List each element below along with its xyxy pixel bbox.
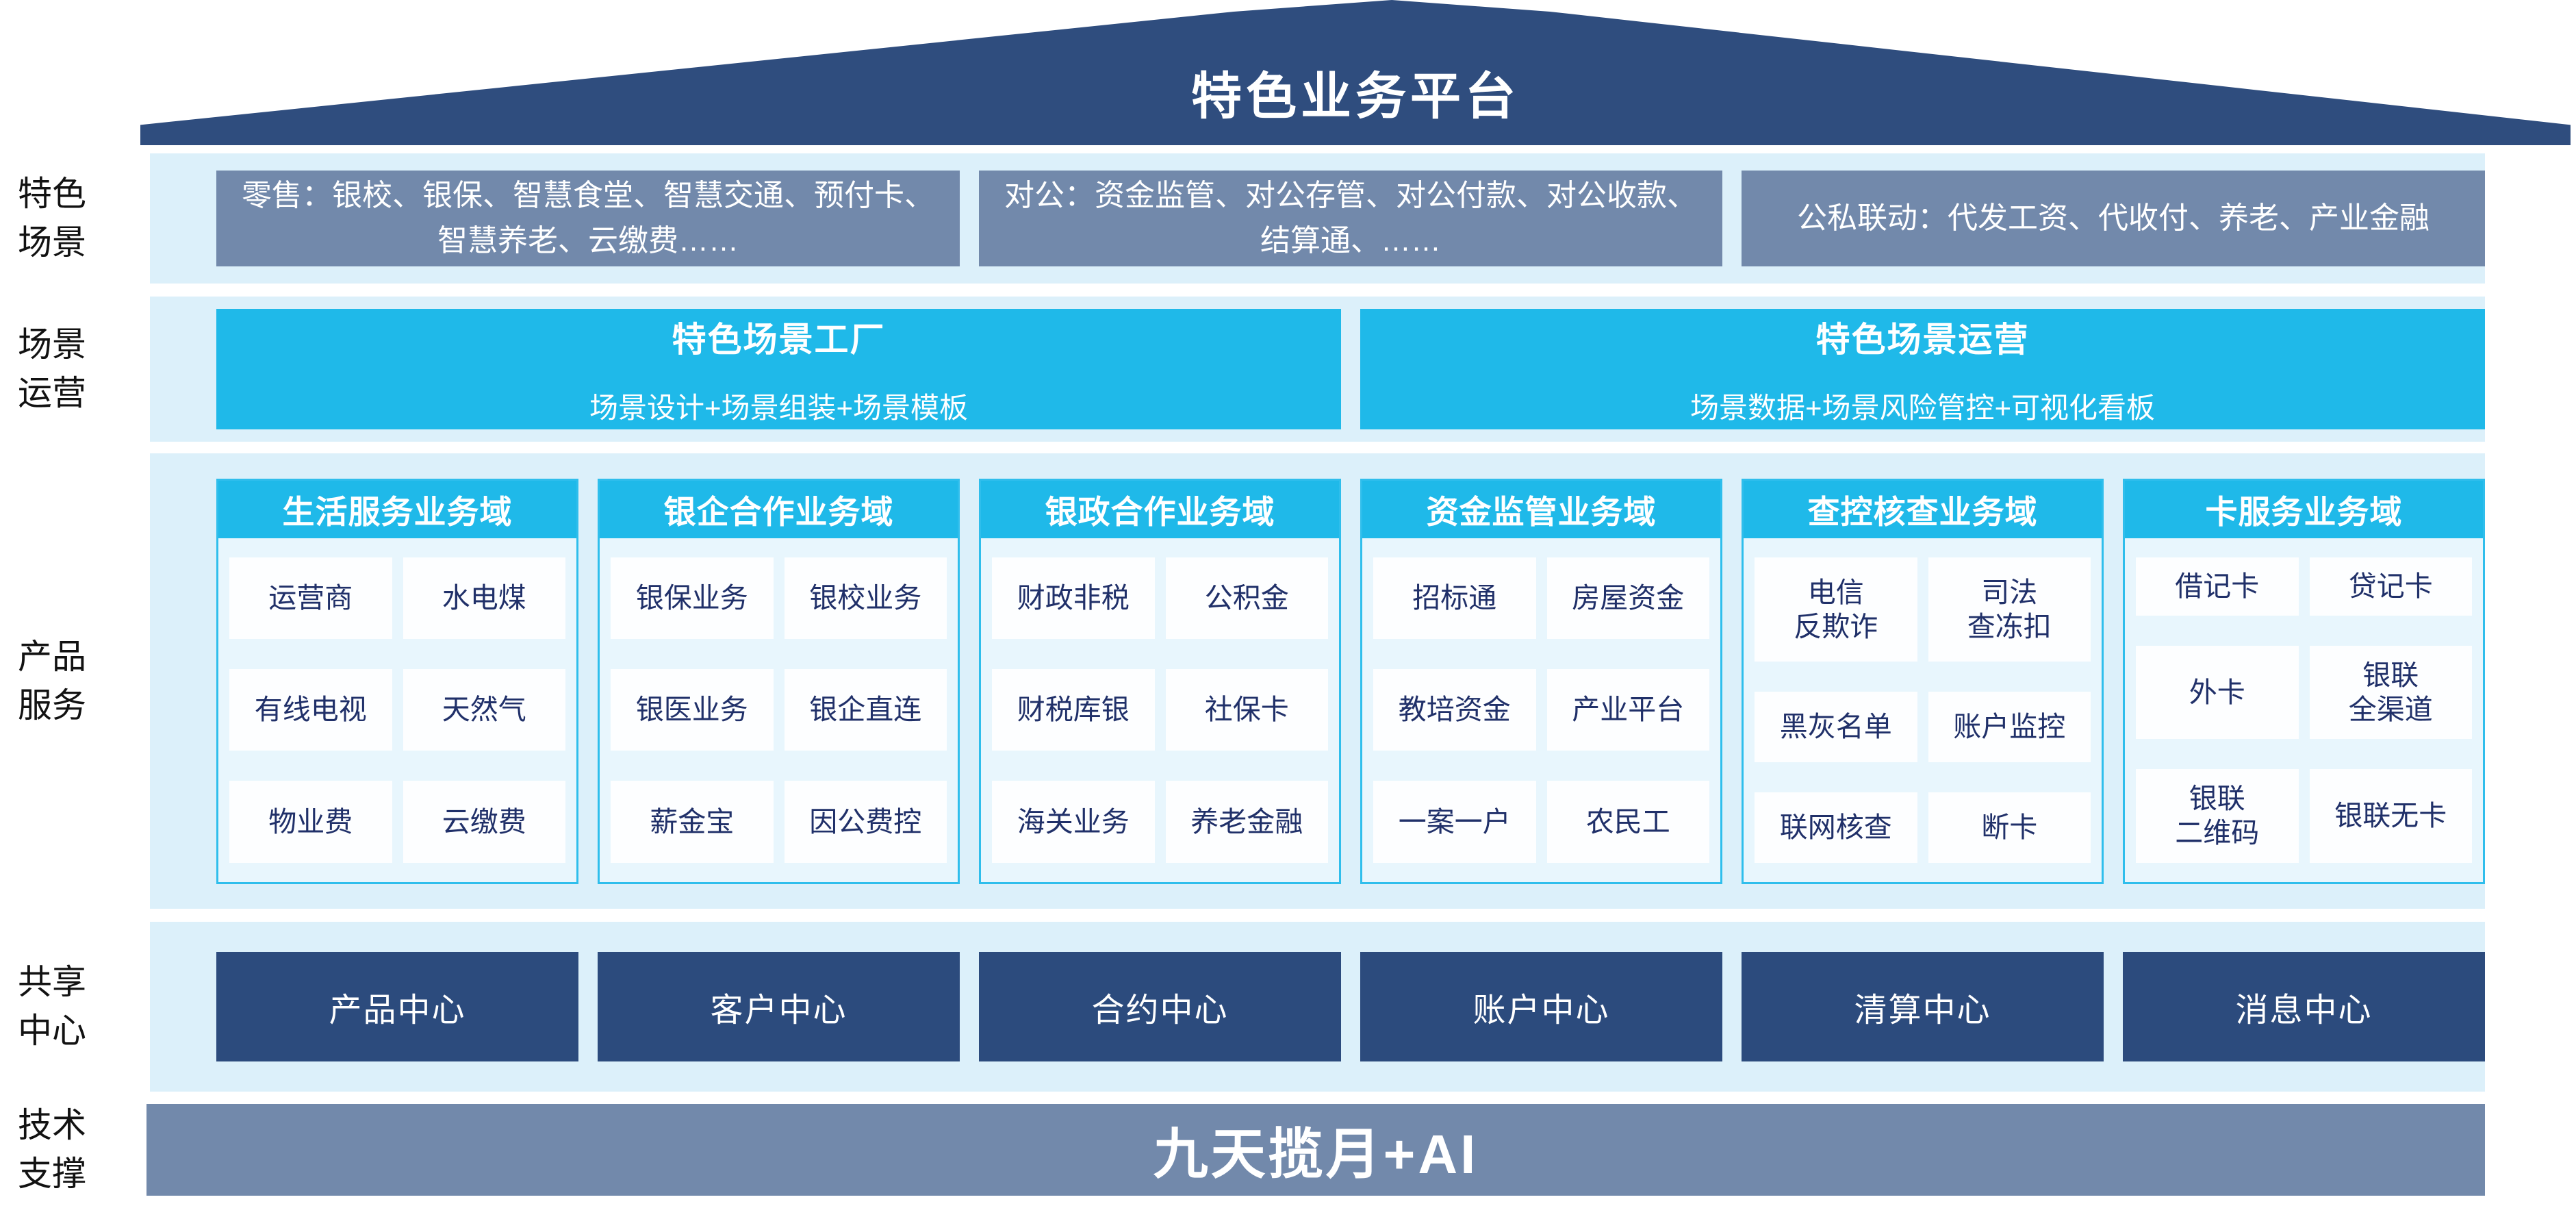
product-cell: 银联 全渠道 — [2309, 646, 2472, 740]
product-cell: 水电煤 — [403, 557, 565, 639]
product-cell: 银企直连 — [784, 668, 947, 751]
product-column-life-services: 生活服务业务域 运营商 水电煤 有线电视 天然气 物业费 云缴费 — [216, 478, 578, 884]
product-cell: 贷记卡 — [2309, 557, 2472, 616]
scenario-box-retail: 零售：银校、银保、智慧食堂、智慧交通、预付卡、智慧养老、云缴费…… — [216, 171, 960, 266]
product-cell: 因公费控 — [784, 781, 947, 863]
product-cell: 借记卡 — [2136, 557, 2299, 616]
shared-centers-band: 产品中心 客户中心 合约中心 账户中心 清算中心 消息中心 — [150, 922, 2485, 1092]
product-cell: 天然气 — [403, 668, 565, 751]
product-cell: 银校业务 — [784, 557, 947, 639]
product-column-header: 查控核查业务域 — [1744, 480, 2102, 538]
product-column-body: 电信 反欺诈 司法 查冻扣 黑灰名单 账户监控 联网核查 断卡 — [1744, 538, 2102, 882]
row-label-tech: 技术 支撑 — [18, 1106, 86, 1193]
scenario-box-public-private: 公私联动：代发工资、代收付、养老、产业金融 — [1742, 171, 2485, 266]
product-cell: 银医业务 — [611, 668, 774, 751]
scenario-band: 零售：银校、银保、智慧食堂、智慧交通、预付卡、智慧养老、云缴费…… 对公：资金监… — [150, 153, 2485, 284]
diagram-title: 特色业务平台 — [1191, 68, 1520, 125]
product-cell: 房屋资金 — [1546, 557, 1709, 639]
product-column-bank-government: 银政合作业务域 财政非税 公积金 财税库银 社保卡 海关业务 养老金融 — [979, 478, 1341, 884]
row-label-scenarios: 特色 场景 — [18, 175, 86, 262]
product-cell: 外卡 — [2136, 646, 2299, 740]
row-label-products: 产品 服务 — [18, 637, 86, 725]
product-cell: 招标通 — [1373, 557, 1536, 639]
row-label-operation: 场景 运营 — [18, 325, 86, 412]
row-label-shared: 共享 中心 — [18, 963, 86, 1050]
product-cell: 司法 查冻扣 — [1928, 557, 2091, 662]
product-column-card-services: 卡服务业务域 借记卡 贷记卡 外卡 银联 全渠道 银联 二维码 银联无卡 — [2123, 478, 2485, 884]
product-column-header: 生活服务业务域 — [218, 480, 576, 538]
products-band: 生活服务业务域 运营商 水电煤 有线电视 天然气 物业费 云缴费 银企合作业务域… — [150, 453, 2485, 909]
product-cell: 财税库银 — [992, 668, 1155, 751]
center-box-customer: 客户中心 — [598, 952, 960, 1061]
center-box-account: 账户中心 — [1360, 952, 1722, 1061]
product-cell: 联网核查 — [1755, 792, 1917, 863]
operation-box-title: 特色场景工厂 — [672, 320, 886, 359]
product-column-body: 银保业务 银校业务 银医业务 银企直连 薪金宝 因公费控 — [600, 538, 958, 882]
operation-box-ops: 特色场景运营 场景数据+场景风险管控+可视化看板 — [1360, 309, 2485, 429]
product-column-header: 资金监管业务域 — [1362, 480, 1720, 538]
center-box-product: 产品中心 — [216, 952, 578, 1061]
product-column-bank-enterprise: 银企合作业务域 银保业务 银校业务 银医业务 银企直连 薪金宝 因公费控 — [598, 478, 960, 884]
product-cell: 断卡 — [1928, 792, 2091, 863]
operation-band: 特色场景工厂 场景设计+场景组装+场景模板 特色场景运营 场景数据+场景风险管控… — [150, 297, 2485, 442]
product-cell: 有线电视 — [229, 668, 392, 751]
operation-box-title: 特色场景运营 — [1815, 320, 2030, 359]
operation-box-factory: 特色场景工厂 场景设计+场景组装+场景模板 — [216, 309, 1341, 429]
product-column-fund-supervision: 资金监管业务域 招标通 房屋资金 教培资金 产业平台 一案一户 农民工 — [1360, 478, 1722, 884]
center-box-contract: 合约中心 — [979, 952, 1341, 1061]
product-column-body: 招标通 房屋资金 教培资金 产业平台 一案一户 农民工 — [1362, 538, 1720, 882]
product-cell: 海关业务 — [992, 781, 1155, 863]
product-cell: 薪金宝 — [611, 781, 774, 863]
product-column-body: 运营商 水电煤 有线电视 天然气 物业费 云缴费 — [218, 538, 576, 882]
product-column-body: 财政非税 公积金 财税库银 社保卡 海关业务 养老金融 — [981, 538, 1339, 882]
product-cell: 社保卡 — [1165, 668, 1328, 751]
tech-support-bar: 九天揽月+AI — [146, 1104, 2485, 1196]
product-column-header: 卡服务业务域 — [2125, 480, 2483, 538]
product-cell: 账户监控 — [1928, 692, 2091, 762]
product-cell: 电信 反欺诈 — [1755, 557, 1917, 662]
product-cell: 云缴费 — [403, 781, 565, 863]
product-cell: 农民工 — [1546, 781, 1709, 863]
operation-box-subtitle: 场景数据+场景风险管控+可视化看板 — [1689, 391, 2156, 424]
product-cell: 银联 二维码 — [2136, 769, 2299, 863]
product-cell: 运营商 — [229, 557, 392, 639]
product-column-body: 借记卡 贷记卡 外卡 银联 全渠道 银联 二维码 银联无卡 — [2125, 538, 2483, 882]
product-column-header: 银政合作业务域 — [981, 480, 1339, 538]
operation-box-subtitle: 场景设计+场景组装+场景模板 — [589, 391, 969, 424]
product-cell: 财政非税 — [992, 557, 1155, 639]
roof-banner: 特色业务平台 — [140, 0, 2571, 145]
product-cell: 养老金融 — [1165, 781, 1328, 863]
product-cell: 产业平台 — [1546, 668, 1709, 751]
product-cell: 一案一户 — [1373, 781, 1536, 863]
product-cell: 银联无卡 — [2309, 769, 2472, 863]
product-cell: 教培资金 — [1373, 668, 1536, 751]
product-cell: 公积金 — [1165, 557, 1328, 639]
product-column-inspection-verification: 查控核查业务域 电信 反欺诈 司法 查冻扣 黑灰名单 账户监控 联网核查 断卡 — [1742, 478, 2104, 884]
center-box-message: 消息中心 — [2123, 952, 2485, 1061]
scenario-box-corporate: 对公：资金监管、对公存管、对公付款、对公收款、结算通、…… — [979, 171, 1722, 266]
product-cell: 银保业务 — [611, 557, 774, 639]
center-box-clearing: 清算中心 — [1742, 952, 2104, 1061]
product-cell: 黑灰名单 — [1755, 692, 1917, 762]
product-column-header: 银企合作业务域 — [600, 480, 958, 538]
product-cell: 物业费 — [229, 781, 392, 863]
